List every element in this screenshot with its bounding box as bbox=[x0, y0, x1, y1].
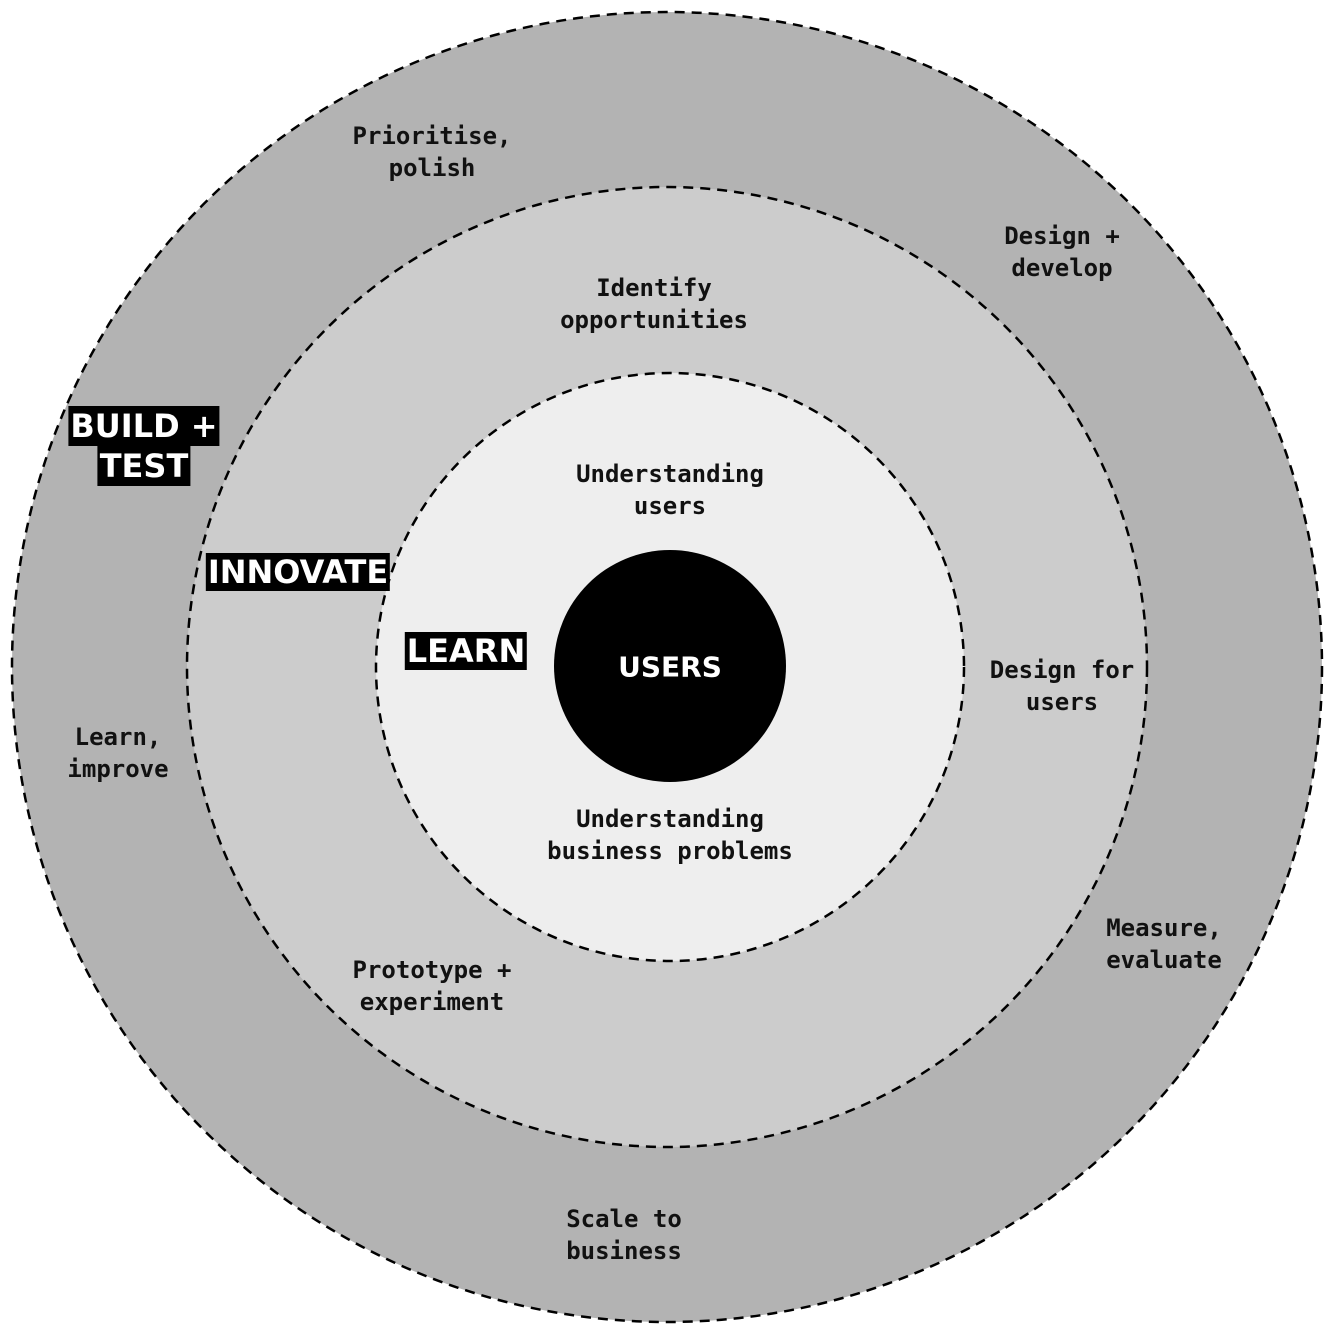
label-line: opportunities bbox=[560, 306, 748, 334]
label-learn-improve: Learn, improve bbox=[67, 721, 168, 785]
label-line: Learn, bbox=[74, 723, 162, 751]
label-line: improve bbox=[67, 755, 169, 783]
label-line: Understanding bbox=[576, 805, 764, 833]
stage-learn: LEARN bbox=[404, 632, 528, 670]
label-line: evaluate bbox=[1106, 946, 1222, 974]
label-understanding-business: Understanding business problems bbox=[547, 803, 793, 867]
label-identify-opportunities: Identify opportunities bbox=[560, 272, 748, 336]
label-scale-business: Scale to business bbox=[566, 1203, 682, 1267]
stage-build-test: BUILD + TEST bbox=[68, 406, 220, 486]
core-label: USERS bbox=[618, 650, 722, 684]
label-line: business bbox=[566, 1237, 682, 1265]
stage-build-test-line2: TEST bbox=[97, 446, 191, 486]
label-design-for-users: Design for users bbox=[990, 654, 1135, 718]
label-line: Prototype + bbox=[352, 956, 512, 984]
label-prototype-experiment: Prototype + experiment bbox=[353, 954, 512, 1018]
label-line: Identify bbox=[596, 274, 712, 302]
stage-innovate: INNOVATE bbox=[205, 553, 391, 591]
stage-innovate-label: INNOVATE bbox=[205, 553, 391, 591]
label-line: Scale to bbox=[566, 1205, 682, 1233]
label-line: business problems bbox=[547, 837, 793, 865]
label-line: Prioritise, bbox=[352, 122, 512, 150]
label-understanding-users: Understanding users bbox=[576, 458, 764, 522]
label-line: experiment bbox=[359, 988, 505, 1016]
label-prioritise-polish: Prioritise, polish bbox=[353, 120, 512, 184]
stage-learn-label: LEARN bbox=[404, 632, 528, 670]
label-line: Design for bbox=[989, 656, 1135, 684]
label-line: users bbox=[633, 492, 707, 520]
label-design-develop: Design + develop bbox=[1004, 220, 1120, 284]
label-line: Measure, bbox=[1106, 914, 1222, 942]
label-line: develop bbox=[1011, 254, 1113, 282]
core-circle bbox=[554, 550, 786, 782]
label-line: Design + bbox=[1004, 222, 1120, 250]
label-measure-evaluate: Measure, evaluate bbox=[1106, 912, 1222, 976]
stage-build-test-line1: BUILD + bbox=[68, 406, 220, 446]
label-line: Understanding bbox=[576, 460, 764, 488]
label-line: polish bbox=[388, 154, 476, 182]
label-line: users bbox=[1025, 688, 1099, 716]
